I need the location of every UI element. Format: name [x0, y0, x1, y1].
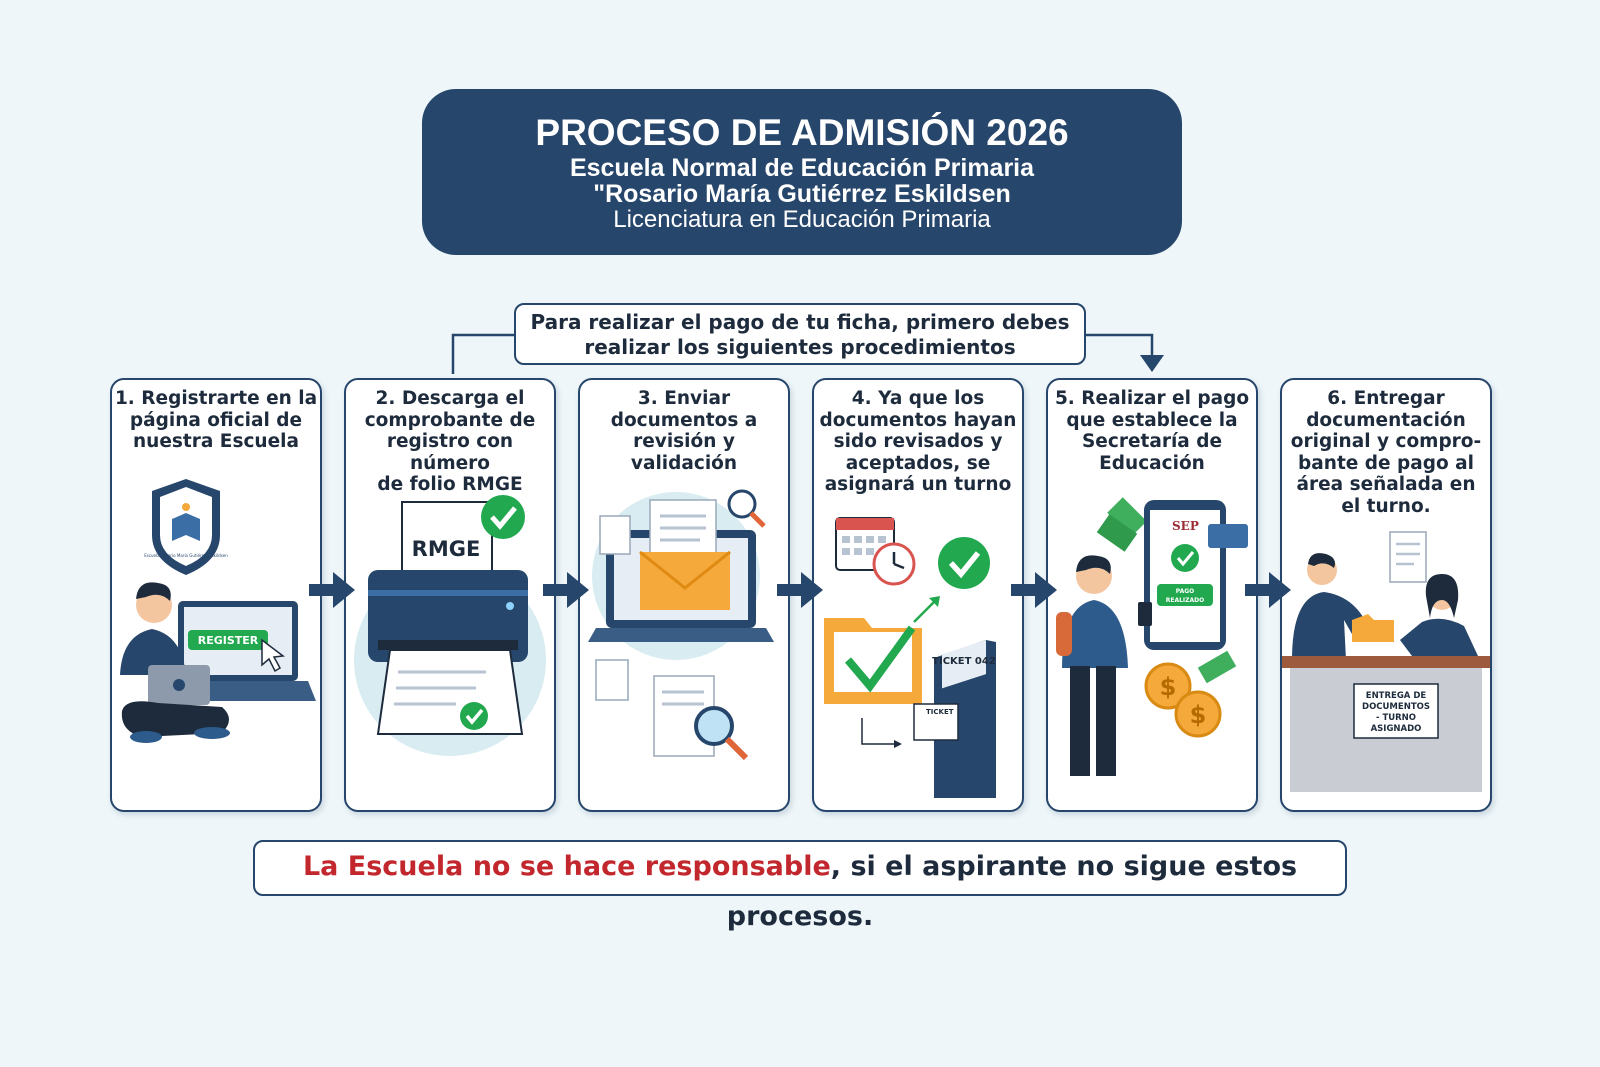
- check-icon: [938, 537, 990, 589]
- svg-text:PAGO: PAGO: [1176, 588, 1195, 595]
- credit-card-icon: [1208, 524, 1248, 548]
- clock-icon: [872, 542, 916, 586]
- check-icon: [460, 702, 488, 730]
- disclaimer-banner: La Escuela no se hace responsable, si el…: [253, 840, 1347, 932]
- turn-assignment-illustration: TICKET 042 TICKET: [824, 517, 996, 798]
- delivery-illustration: ENTREGA DE DOCUMENTOS - TURNO ASIGNADO: [1282, 531, 1490, 792]
- flow-arrow-icon: [543, 572, 589, 608]
- svg-text:- TURNO: - TURNO: [1376, 713, 1416, 723]
- coin-icon: $ $: [1144, 662, 1222, 738]
- documents-illustration: [588, 489, 774, 761]
- sep-label: SEP: [1172, 519, 1199, 533]
- envelope-icon: [639, 550, 731, 610]
- printer-illustration: RMGE: [354, 495, 546, 756]
- step-title: 6. Entregar documentación original y com…: [1290, 388, 1482, 517]
- student-person-icon: [1056, 555, 1152, 776]
- note-bracket-connector: [451, 333, 1164, 374]
- disclaimer-text: , si el aspirante no sigue estos proceso…: [726, 851, 1298, 932]
- down-arrow-icon: [1140, 355, 1164, 372]
- step-title: 2. Descarga el comprobante de registro c…: [364, 388, 536, 495]
- disclaimer-warning: La Escuela no se hace responsable: [302, 851, 831, 882]
- printout-icon: [376, 649, 524, 735]
- register-illustration: Escuela Rosario María Gutiérrez Eskildse…: [120, 479, 316, 743]
- flow-arrow-icon: [309, 572, 355, 608]
- school-name: "Rosario María Gutiérrez Eskildsen: [593, 180, 1011, 208]
- phone-icon: SEP PAGO REALIZADO: [1144, 500, 1226, 650]
- program-name: Licenciatura en Educación Primaria: [613, 206, 991, 233]
- step-title: 5. Realizar el pago que establece la Sec…: [1054, 388, 1250, 474]
- ticket-kiosk-icon: TICKET 042 TICKET: [913, 640, 996, 798]
- step-card-1: 1. Registrarte en la página oficial de n…: [110, 378, 322, 812]
- flow-arrow-icon: [777, 572, 823, 608]
- step-card-6: 6. Entregar documentación original y com…: [1280, 378, 1492, 812]
- money-icon: [1096, 497, 1237, 684]
- page-title: PROCESO DE ADMISIÓN 2026: [535, 112, 1069, 153]
- step-title: 3. Enviar documentos a revisión y valida…: [610, 388, 758, 474]
- svg-text:ASIGNADO: ASIGNADO: [1371, 724, 1422, 734]
- magnifier-icon: [694, 706, 749, 761]
- folder-icon: [824, 618, 922, 704]
- step-title: 1. Registrarte en la página oficial de n…: [114, 388, 318, 452]
- folder-icon: [1352, 614, 1394, 642]
- rmge-paper-icon: [401, 501, 493, 583]
- ticket-number: TICKET 042: [932, 656, 996, 667]
- svg-text:REALIZADO: REALIZADO: [1166, 597, 1205, 604]
- school-shield-icon: Escuela Rosario María Gutiérrez Eskildse…: [144, 479, 228, 575]
- school-label: Escuela Normal de Educación Primaria: [569, 154, 1035, 182]
- student-person-icon: [120, 582, 230, 743]
- flow-arrow-icon: [1245, 572, 1291, 608]
- step-card-3: 3. Enviar documentos a revisión y valida…: [578, 378, 790, 812]
- magnifier-icon: [727, 489, 766, 528]
- cursor-icon: [261, 638, 285, 673]
- note-line: realizar los siguientes procedimientos: [584, 335, 1016, 359]
- payment-illustration: SEP PAGO REALIZADO $ $: [1056, 497, 1248, 776]
- register-button-label: REGISTER: [198, 634, 259, 647]
- step-card-4: 4. Ya que los documentos hayan sido revi…: [812, 378, 1024, 812]
- svg-text:Escuela Rosario María Gutiérre: Escuela Rosario María Gutiérrez Eskildse…: [144, 553, 228, 558]
- svg-text:DOCUMENTOS: DOCUMENTOS: [1362, 702, 1430, 712]
- svg-text:ENTREGA DE: ENTREGA DE: [1366, 691, 1427, 701]
- staff-person-icon: [1400, 574, 1478, 656]
- ticket-label: TICKET: [926, 708, 954, 716]
- step-title: 4. Ya que los documentos hayan sido revi…: [819, 388, 1017, 495]
- payment-note: Para realizar el pago de tu ficha, prime…: [514, 303, 1086, 365]
- step-card-5: 5. Realizar el pago que establece la Sec…: [1046, 378, 1258, 812]
- service-desk-icon: ENTREGA DE DOCUMENTOS - TURNO ASIGNADO: [1282, 656, 1490, 792]
- note-line: Para realizar el pago de tu ficha, prime…: [530, 310, 1070, 334]
- check-icon: [1171, 544, 1199, 572]
- check-icon: [481, 495, 525, 539]
- svg-text:$: $: [1190, 701, 1207, 729]
- rmge-label: RMGE: [412, 537, 481, 561]
- flow-arrow-icon: [1011, 572, 1057, 608]
- step-card-2: 2. Descarga el comprobante de registro c…: [344, 378, 556, 812]
- receipt-icon: [1389, 531, 1427, 583]
- title-banner: PROCESO DE ADMISIÓN 2026 Escuela Normal …: [422, 89, 1182, 255]
- svg-text:$: $: [1160, 673, 1177, 701]
